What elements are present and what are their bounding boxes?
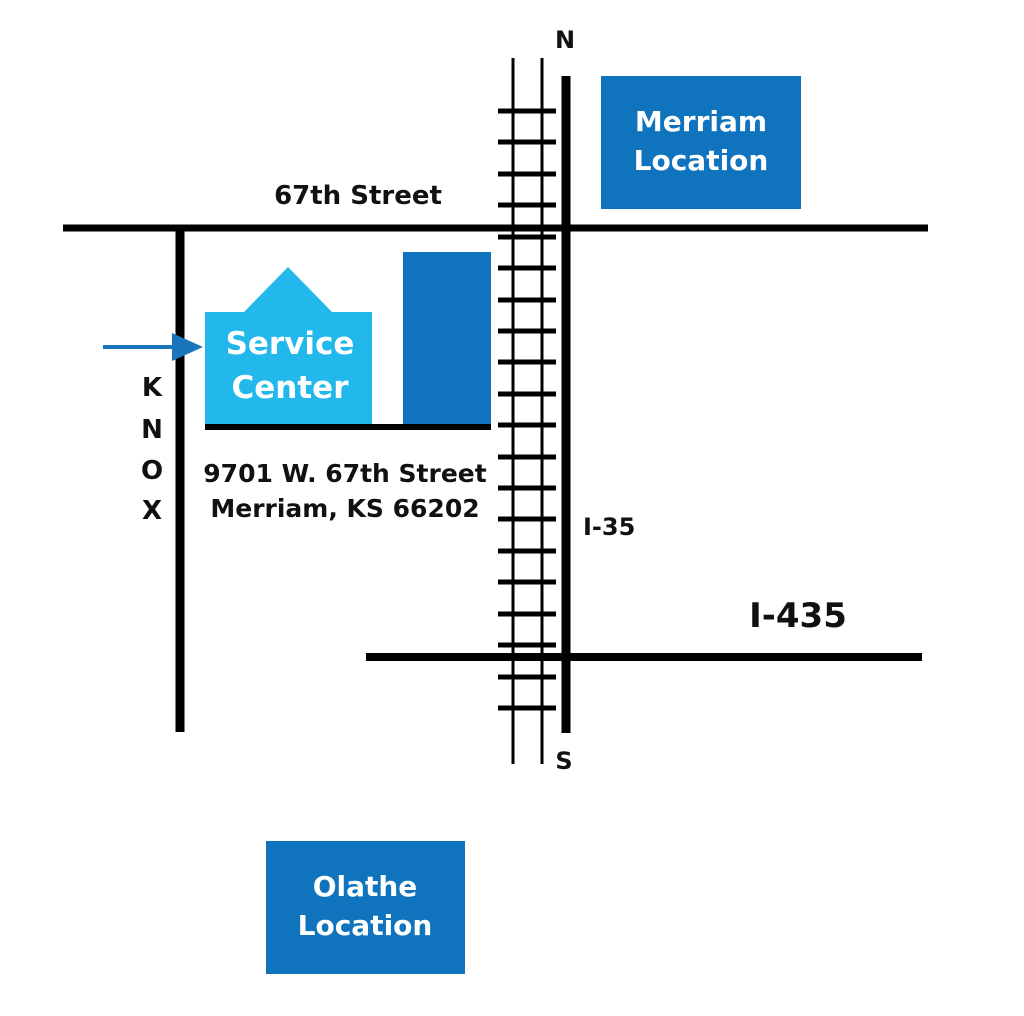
label-i35: I-35 xyxy=(583,513,635,541)
service-center-label-line2: Center xyxy=(232,370,350,406)
railroad-ties xyxy=(498,108,556,711)
service-center-label-line1: Service xyxy=(226,326,355,362)
label-knox: K N O X xyxy=(141,373,163,526)
service-center-building[interactable] xyxy=(205,267,372,424)
railroad-tracks xyxy=(498,58,556,764)
olathe-location-label-line1: Olathe xyxy=(313,870,418,903)
label-knox-o: O xyxy=(141,456,163,486)
merriam-location-label-line1: Merriam xyxy=(635,105,767,138)
olathe-location-box[interactable] xyxy=(266,841,465,974)
arrow-right-icon xyxy=(103,333,203,361)
merriam-location-label-line2: Location xyxy=(634,144,769,177)
compass-north: N xyxy=(555,26,575,54)
label-knox-x: X xyxy=(142,496,162,526)
address-line2: Merriam, KS 66202 xyxy=(210,494,479,523)
address-line1: 9701 W. 67th Street xyxy=(203,459,486,488)
adjacent-building xyxy=(403,252,491,424)
olathe-location-label-line2: Location xyxy=(298,909,433,942)
label-knox-k: K xyxy=(142,373,163,403)
label-i435: I-435 xyxy=(749,596,847,636)
merriam-location-box[interactable] xyxy=(601,76,801,209)
label-67th-street: 67th Street xyxy=(274,181,442,211)
compass-south: S xyxy=(555,747,572,775)
label-knox-n: N xyxy=(141,415,163,445)
